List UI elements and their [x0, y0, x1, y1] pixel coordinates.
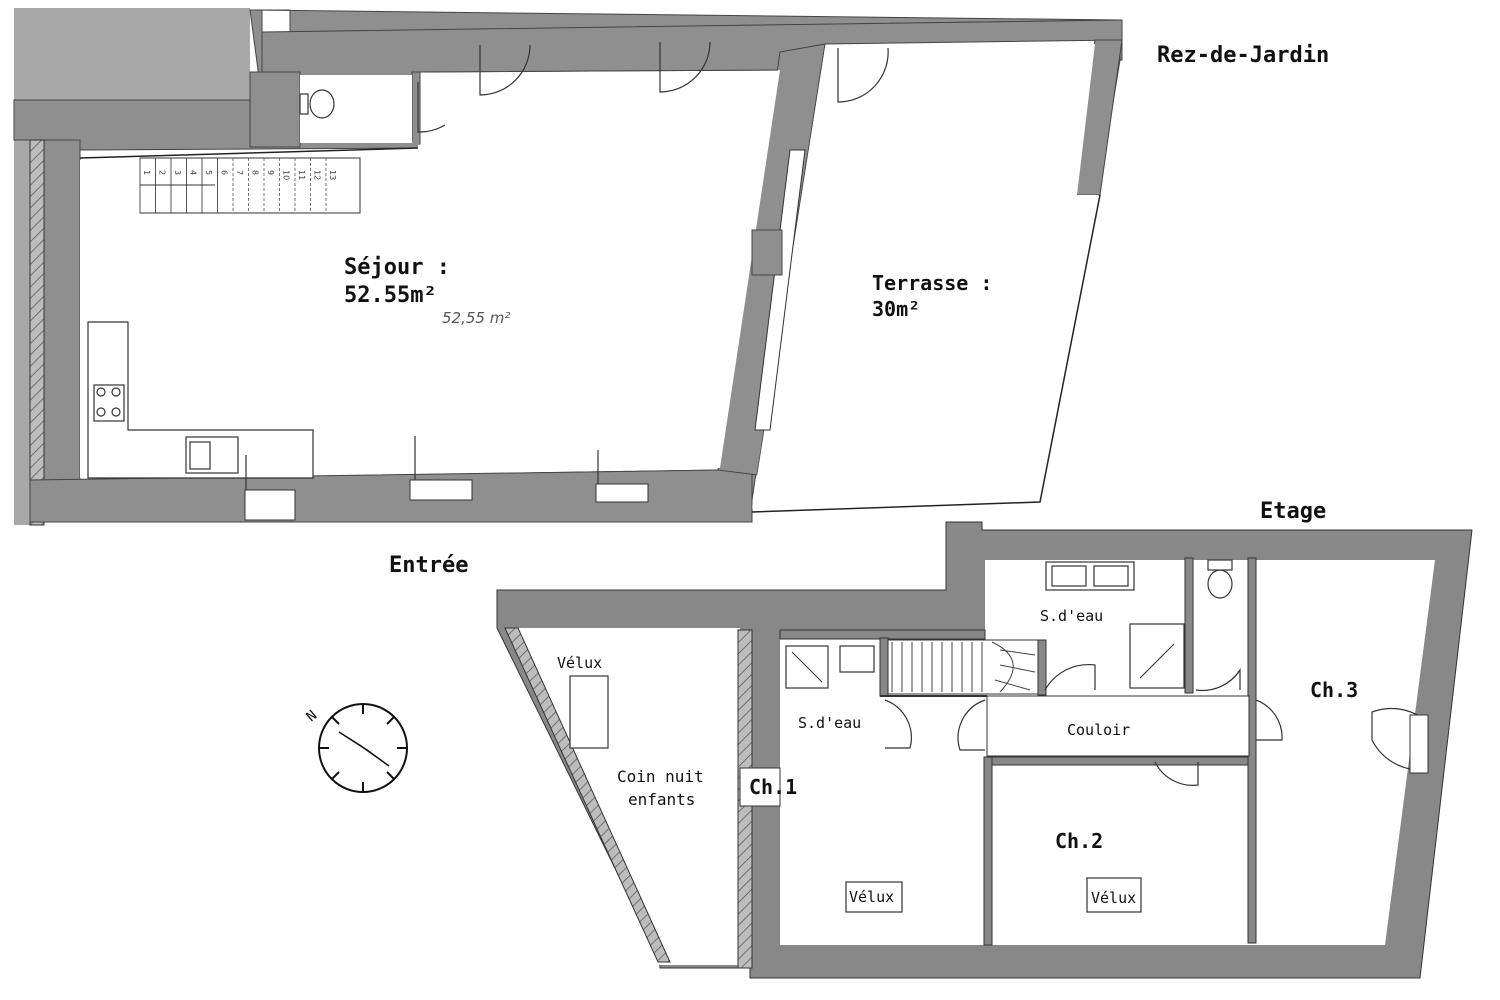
stair-turn-upper: [991, 641, 1036, 693]
entree-label: Entrée: [389, 553, 468, 578]
velux-ch1-label: Vélux: [849, 888, 894, 906]
stair-number: 12: [313, 170, 322, 180]
stair-number: 5: [204, 170, 213, 175]
velux-ch2-label: Vélux: [1091, 889, 1136, 907]
stair-number: 6: [220, 170, 229, 175]
velux-ch1-window: [845, 881, 903, 913]
stair-number: 2: [158, 170, 167, 175]
stair-number: 11: [297, 170, 306, 180]
ch2-label: Ch.2: [1055, 829, 1103, 853]
toilet-upper-icon: [1207, 569, 1233, 599]
left-hatched-wall: [29, 139, 45, 526]
velux-ch2-window: [1086, 877, 1142, 913]
sejour-area-note: 52,55 m²: [442, 309, 510, 327]
stairs-upper: [887, 639, 1039, 695]
upper-level-title: Etage: [1260, 499, 1326, 524]
stair-number: 10: [282, 170, 291, 180]
upper-doors: [884, 663, 1429, 786]
coin-nuit-line2: enfants: [628, 790, 695, 809]
coin-nuit-room: [505, 628, 740, 965]
shower-large-icon: [1129, 623, 1185, 689]
divider-window-1: [754, 149, 806, 431]
couloir-label: Couloir: [1067, 721, 1130, 739]
kitchen: [87, 321, 314, 479]
stair-number: 7: [235, 170, 244, 175]
stair-number: 4: [189, 170, 198, 175]
stair-number: 8: [251, 170, 260, 175]
sejour-label-line1: Séjour :: [344, 255, 450, 280]
stair-number: 3: [173, 170, 182, 175]
bottom-wall: [29, 469, 753, 523]
stair-number: 1: [142, 170, 151, 175]
ch1-label: Ch.1: [749, 775, 797, 799]
compass-north-label: N: [304, 707, 321, 725]
velux-coin-window: [569, 675, 609, 749]
coin-nuit-line1: Coin nuit: [617, 767, 704, 786]
terrasse-label-line2: 30m²: [872, 297, 920, 321]
wc-side-wall: [249, 71, 301, 148]
velux-coin-label: Vélux: [557, 654, 602, 672]
upper-level: Etage Vélux Coin nuit enfants S.d'eau S.…: [496, 499, 1473, 979]
ch3-label: Ch.3: [1310, 678, 1358, 702]
sdeau-small-label: S.d'eau: [798, 714, 861, 732]
sejour-label-line2: 52.55m²: [344, 283, 437, 308]
kitchen-counter: [87, 321, 314, 479]
compass-needle: [338, 731, 390, 767]
stair-number: 9: [266, 170, 275, 175]
stair-number: 13: [328, 170, 337, 180]
garden-level-title: Rez-de-Jardin: [1157, 43, 1329, 68]
toilet-icon: [309, 89, 335, 119]
basin-small-icon: [839, 645, 875, 673]
neighbour-strip: [14, 140, 34, 525]
neighbour-block: [14, 8, 250, 100]
terrasse-label-line1: Terrasse :: [872, 271, 992, 295]
compass-icon: N: [304, 703, 408, 793]
sdeau-large-label: S.d'eau: [1040, 607, 1103, 625]
garden-doors: [244, 41, 889, 521]
terrace-floor: [752, 44, 1098, 508]
couloir-room: [986, 695, 1250, 757]
